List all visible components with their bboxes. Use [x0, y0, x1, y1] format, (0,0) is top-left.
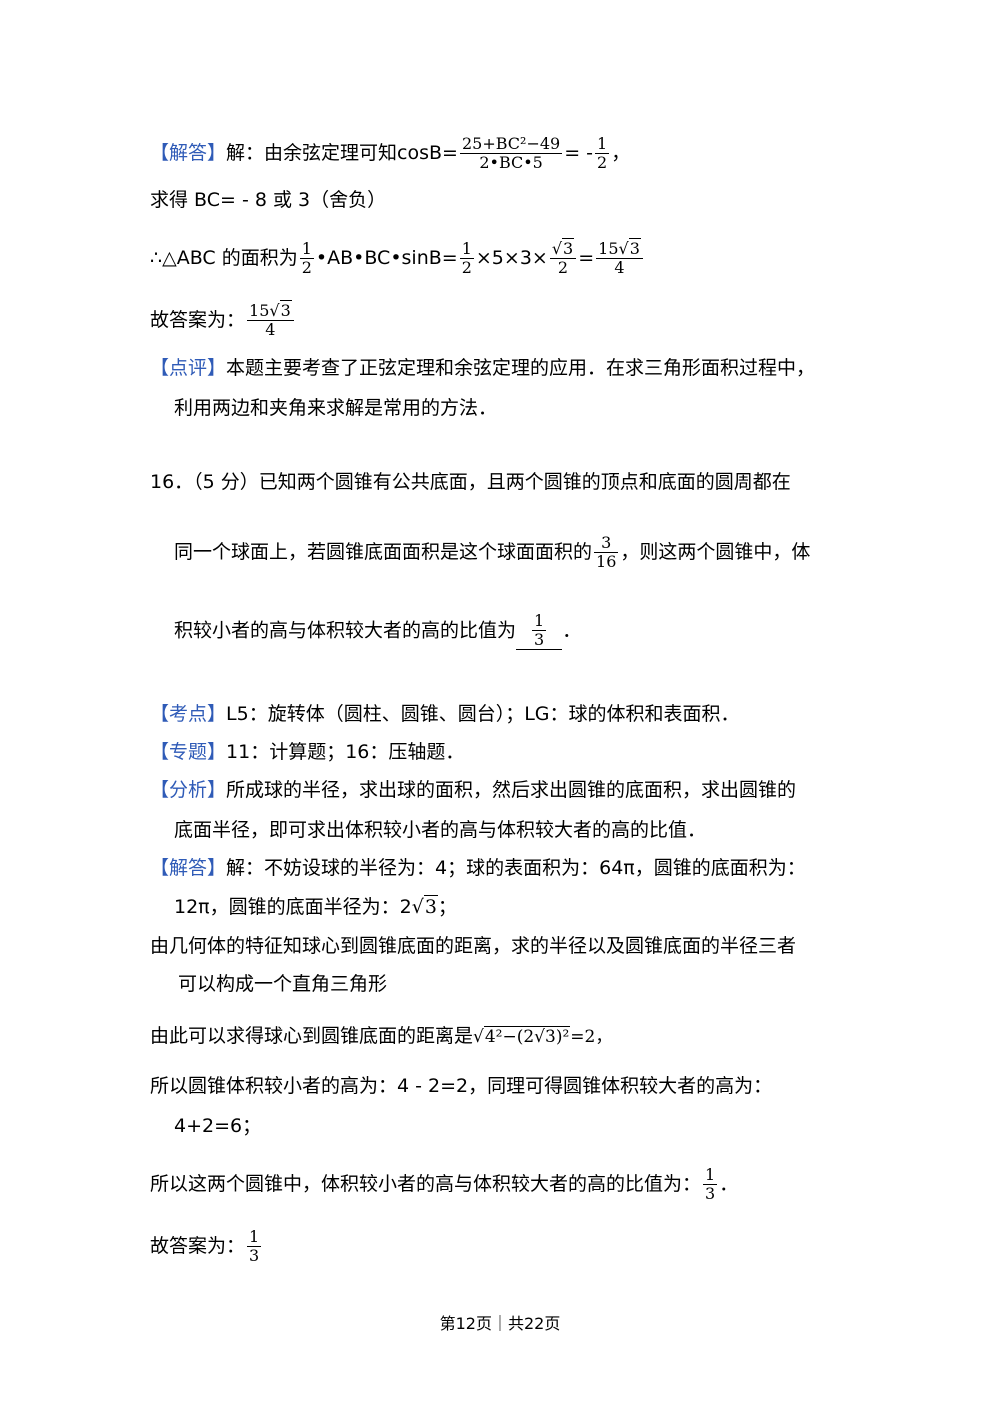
fenxi-tag: 【分析】	[150, 779, 227, 801]
sqrt3-denominator: 2	[557, 258, 569, 277]
zhuanti-text: 11：计算题；16：压轴题．	[226, 741, 465, 763]
solution-text: 解：由余弦定理可知	[226, 142, 398, 164]
jieda-tag: 【解答】	[150, 857, 227, 879]
final-num: 1	[247, 1227, 262, 1247]
sqrt3-radicand: 3	[562, 238, 575, 258]
comment-line: 【点评】本题主要考查了正弦定理和余弦定理的应用．在求三角形面积过程中，	[150, 356, 815, 380]
solution-tag: 【解答】	[150, 142, 227, 164]
fenxi-line: 【分析】所成球的半径，求出球的面积，然后求出圆锥的底面积，求出圆锥的	[150, 778, 796, 802]
kaodian-line: 【考点】L5：旋转体（圆柱、圆锥、圆台）；LG：球的体积和表面积．	[150, 702, 740, 726]
page-footer: 第12页｜共22页	[439, 1314, 561, 1333]
geometry-line-1: 由几何体的特征知球心到圆锥底面的距离，求的半径以及圆锥底面的半径三者	[150, 935, 797, 957]
ratio-prefix: 所以这两个圆锥中，体积较小者的高与体积较大者的高的比值为：	[150, 1173, 702, 1195]
sqrt3-numerator: √3	[549, 238, 577, 259]
height-line: 所以圆锥体积较小者的高为：4 ‑ 2=2，同理可得圆锥体积较大者的高为：	[150, 1075, 773, 1097]
area-prefix: ∴△ABC 的面积为	[150, 247, 298, 269]
answer-prefix: 故答案为：	[150, 309, 246, 331]
answer-blank-num: 1	[532, 611, 547, 631]
comment-line-2: 利用两边和夹角来求解是常用的方法．	[174, 397, 498, 419]
area-result-radicand: 3	[628, 238, 641, 258]
area-eq: =	[578, 247, 595, 269]
kaodian-text: L5：旋转体（圆柱、圆锥、圆台）；LG：球的体积和表面积．	[226, 703, 740, 725]
distance-tail: =2，	[570, 1027, 613, 1047]
area-result-numerator: 15√3	[596, 238, 643, 259]
jieda-text-2b: ；	[437, 896, 457, 918]
jieda-line: 【解答】解：不妨设球的半径为：4；球的表面积为：64π，圆锥的底面积为：	[150, 856, 806, 880]
ratio-den: 3	[705, 1184, 716, 1203]
area-result-denominator: 4	[614, 258, 625, 277]
q16-frac-den: 16	[596, 552, 617, 571]
radius-sqrt-radicand: 3	[423, 895, 438, 918]
geometry-line-2: 可以构成一个直角三角形	[178, 973, 388, 995]
cos-eq: = ‑	[564, 142, 594, 164]
answer-blank-den: 3	[534, 630, 545, 649]
fenxi-line-2: 底面半径，即可求出体积较小者的高与体积较大者的高的比值．	[174, 819, 707, 841]
cosB-prefix: cosB=	[397, 142, 458, 164]
answer-prev-radicand: 3	[279, 300, 292, 320]
fenxi-text: 所成球的半径，求出球的面积，然后求出圆锥的底面积，求出圆锥的	[226, 779, 797, 801]
zhuanti-line: 【专题】11：计算题；16：压轴题．	[150, 740, 464, 764]
radius-sqrt: √3	[411, 895, 438, 918]
cos-tail: ，	[611, 142, 631, 164]
half-denominator: 2	[597, 153, 608, 172]
kaodian-tag: 【考点】	[150, 703, 227, 725]
area-half-num-2: 1	[459, 239, 474, 259]
area-half-den-2: 2	[461, 258, 472, 277]
q16-frac-num: 3	[594, 534, 619, 553]
area-half-num: 1	[299, 239, 314, 259]
answer-prev-numerator: 15√3	[247, 300, 294, 321]
comment-tag: 【点评】	[150, 357, 227, 379]
half-numerator: 1	[595, 134, 610, 154]
final-den: 3	[249, 1246, 260, 1265]
zhuanti-tag: 【专题】	[150, 741, 227, 763]
jieda-text: 解：不妨设球的半径为：4；球的表面积为：64π，圆锥的底面积为：	[226, 857, 806, 879]
area-half-den: 2	[301, 258, 312, 277]
question-16-line-1: 16．（5 分）已知两个圆锥有公共底面，且两个圆锥的顶点和底面的圆周都在	[150, 471, 791, 493]
distance-sqrt: √4²−(2√3)²	[473, 1026, 571, 1047]
cos-numerator: 25+BC²−49	[459, 134, 563, 154]
distance-line: 由此可以求得球心到圆锥底面的距离是√4²−(2√3)²=2，	[150, 1024, 612, 1049]
question-16-line-3b: ．	[562, 619, 582, 642]
area-mid1: •AB•BC•sinB=	[315, 247, 458, 269]
answer-prev-denominator: 4	[265, 320, 276, 339]
answer-prev-coef: 15	[249, 301, 270, 320]
area-result-coef: 15	[598, 239, 619, 258]
question-16-line-2b: ，则这两个圆锥中，体	[620, 541, 811, 563]
jieda-text-2a: 12π，圆锥的底面半径为：2	[174, 896, 412, 918]
distance-prefix: 由此可以求得球心到圆锥底面的距离是	[150, 1025, 474, 1047]
ratio-tail: ．	[719, 1173, 739, 1195]
final-prefix: 故答案为：	[150, 1235, 246, 1257]
height-line-2: 4+2=6；	[174, 1115, 262, 1137]
area-mid2: ×5×3×	[475, 247, 548, 269]
ratio-num: 1	[703, 1165, 718, 1185]
comment-text: 本题主要考查了正弦定理和余弦定理的应用．在求三角形面积过程中，	[226, 357, 816, 379]
question-16-line-2a: 同一个球面上，若圆锥底面面积是这个球面面积的	[174, 541, 593, 563]
bc-result-line: 求得 BC= ‑ 8 或 3（舍负）	[150, 189, 387, 211]
distance-radicand: 4²−(2√3)²	[483, 1026, 571, 1047]
question-16-line-3a: 积较小者的高与体积较大者的高的比值为	[174, 619, 517, 642]
jieda-line-2: 12π，圆锥的底面半径为：2√3；	[174, 895, 457, 919]
cos-denominator: 2•BC•5	[479, 153, 543, 172]
